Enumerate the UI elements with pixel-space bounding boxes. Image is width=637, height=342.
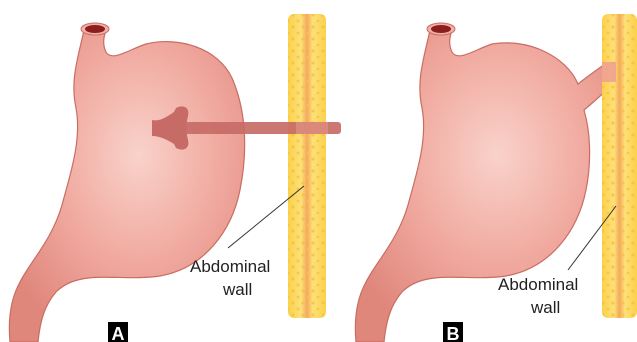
wall-label-a-line2: wall [222,280,252,299]
panel-letter-b: B [447,324,460,342]
wall-label-b-line1: Abdominal [498,275,578,294]
wall-label-a-line1: Abdominal [190,257,270,276]
panel-a: Abdominal wall A [9,14,341,342]
panel-letter-a: A [112,324,125,342]
stomach-b [355,30,614,342]
wall-label-b-line2: wall [530,298,560,317]
panel-b: Abdominal wall B [355,14,637,342]
stomach-a [9,30,244,342]
